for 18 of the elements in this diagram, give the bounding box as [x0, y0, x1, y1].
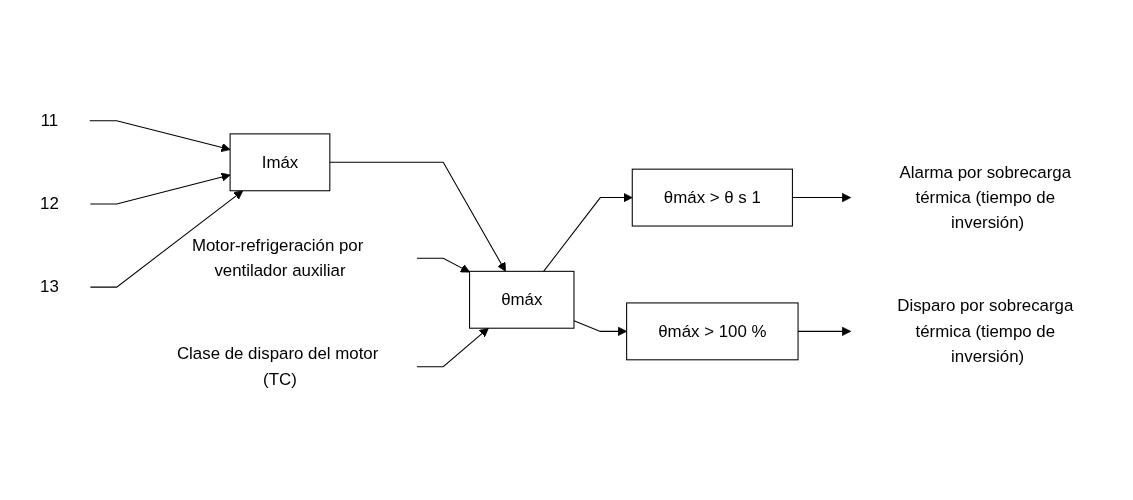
node-text: 12: [40, 194, 59, 213]
arrow: [89, 172, 231, 205]
node-text: 11: [40, 111, 59, 130]
node-text: Clase de disparo del motor (TC): [176, 344, 379, 388]
node-box: θmáx > 100 %: [626, 302, 799, 361]
arrow: [416, 257, 470, 273]
arrow: [543, 192, 633, 272]
node-box: θmáx: [469, 270, 575, 329]
node-text: Alarma por sobrecarga térmica (tiempo de inversión): [899, 162, 1072, 232]
arrow: [89, 120, 231, 153]
arrow: [89, 190, 244, 288]
node-text: Motor-refrigeración por ventilador auxiliar: [191, 236, 364, 280]
node-text: 13: [40, 277, 59, 296]
node-box: θmáx > θ s 1: [631, 168, 793, 227]
node-box: Imáx: [229, 133, 331, 192]
arrow: [416, 327, 489, 368]
node-text: Disparo por sobrecarga térmica (tiempo de inversión): [897, 296, 1074, 366]
arrow: [329, 161, 506, 272]
